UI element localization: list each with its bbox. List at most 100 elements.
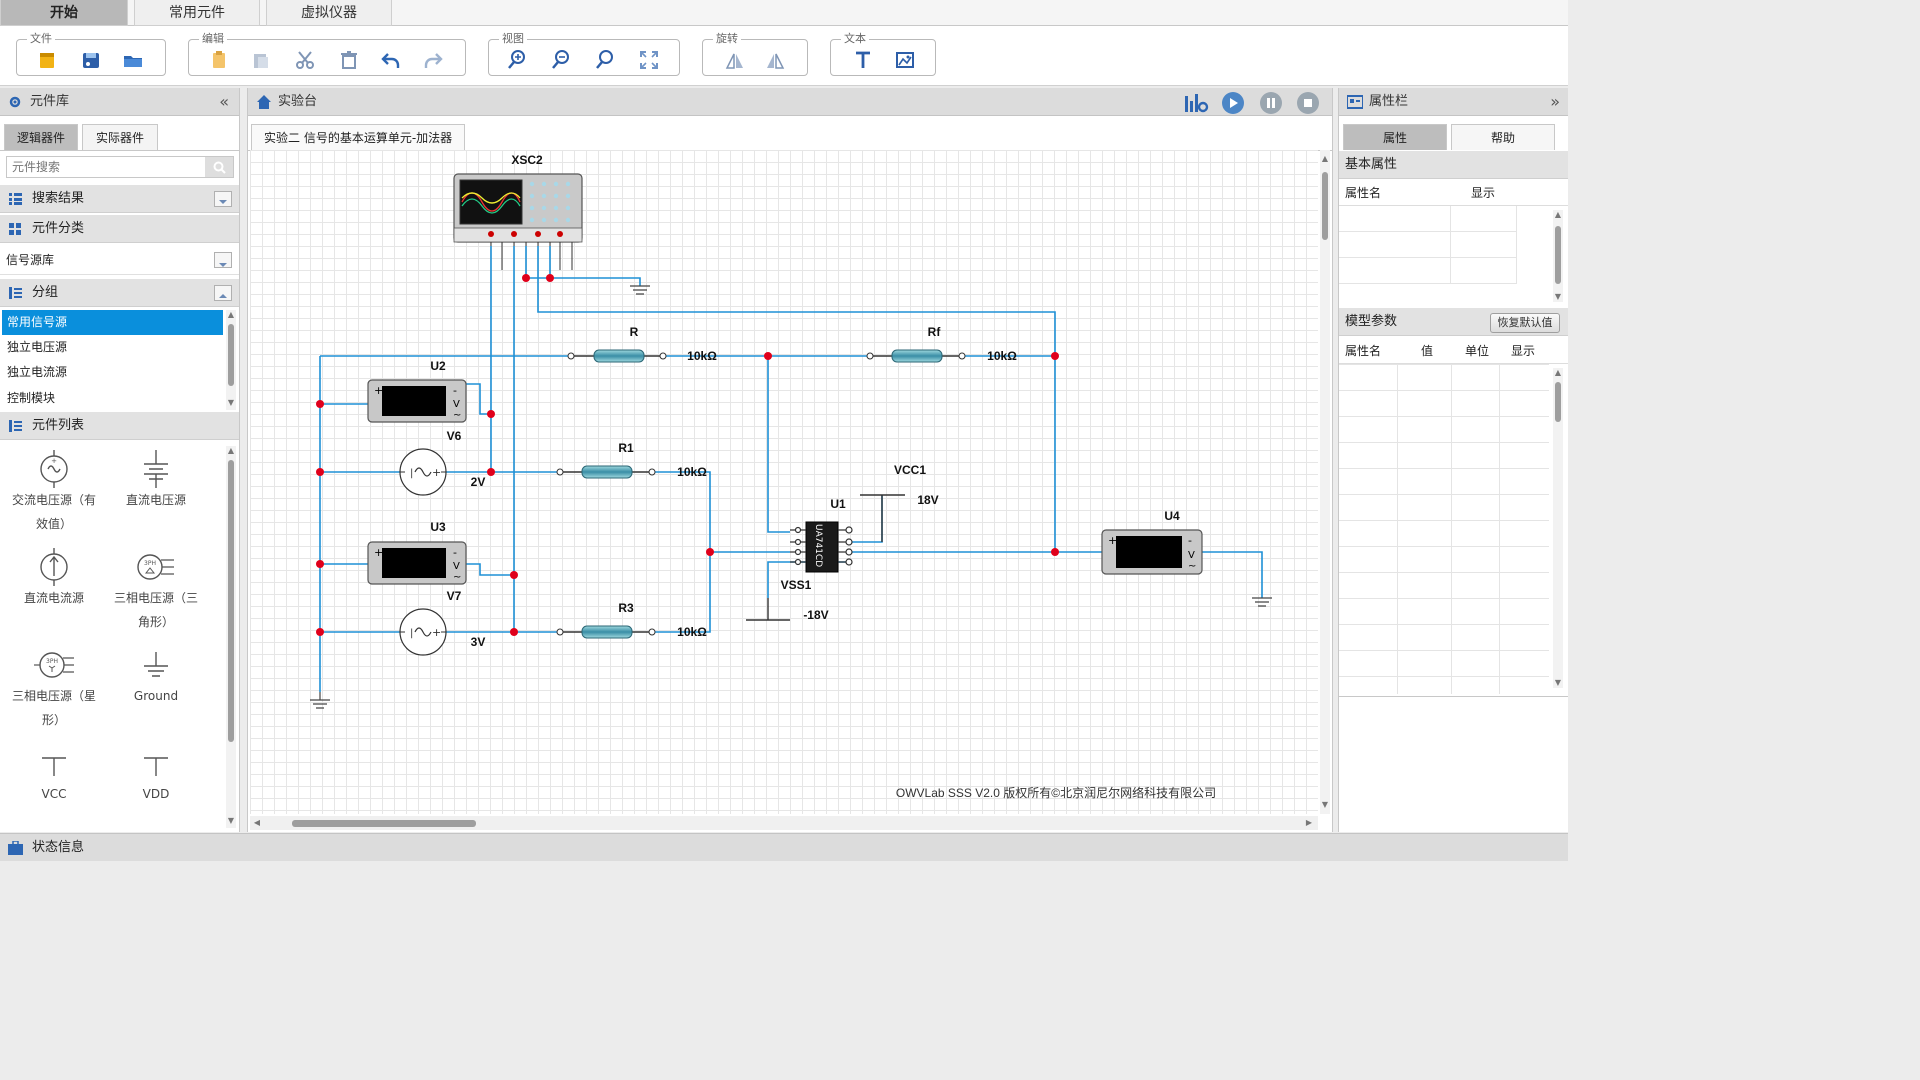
instrument-settings-button[interactable] [1184,92,1209,114]
undo-button[interactable] [379,48,403,72]
fit-screen-button[interactable] [637,48,661,72]
category-dropdown-button[interactable] [214,252,232,268]
group-item-current-sources[interactable]: 独立电流源 [7,365,68,379]
tab-help[interactable]: 帮助 [1451,124,1555,150]
component-label: 三相电压源（星形） [11,689,96,727]
component-ground[interactable]: Ground [106,646,206,708]
toolbar-group-label: 文件 [27,32,55,46]
scroll-thumb[interactable] [292,820,476,827]
home-icon [257,95,271,109]
label-resistor-r3: R3 [618,601,634,615]
component-dc-current-source[interactable]: 直流电流源 [4,548,104,610]
zoom-in-button[interactable] [505,48,529,72]
group-scrollbar[interactable]: ▲ ▼ [226,310,236,410]
new-file-button[interactable] [35,48,59,72]
scroll-thumb[interactable] [228,460,234,742]
column-header: 单位 [1465,344,1490,358]
component-label: 交流电压源（有效值） [11,493,96,531]
flip-vertical-button[interactable] [763,48,787,72]
collapse-left-button[interactable]: « [219,92,229,111]
category-select[interactable]: 信号源库 [0,245,239,275]
circuit-canvas[interactable]: XSC2 R 10kΩ Rf 10kΩ R1 10kΩ [250,150,1318,814]
resistor-r [567,349,667,363]
group-item-voltage-sources[interactable]: 独立电压源 [7,340,68,354]
column-header: 属性名 [1345,186,1382,200]
svg-text:~: ~ [453,410,461,421]
play-icon [1230,98,1238,108]
group-item-control-modules[interactable]: 控制模块 [7,391,56,405]
flip-horizontal-button[interactable] [723,48,747,72]
collapse-button[interactable] [214,285,232,301]
search-results-section[interactable]: 搜索结果 [0,185,239,213]
pause-button[interactable] [1260,92,1282,114]
component-three-phase-delta[interactable]: 3PH 三相电压源（三角形） [106,548,206,634]
group-section[interactable]: 分组 [0,279,239,307]
svg-text:~: ~ [453,572,461,583]
component-three-phase-star[interactable]: 3PH 三相电压源（星形） [4,646,104,732]
svg-text:+: + [374,546,383,559]
open-folder-button[interactable] [121,48,145,72]
component-dc-voltage-source[interactable]: 直流电压源 [106,450,206,512]
canvas-vertical-scrollbar[interactable]: ▲ ▼ [1320,150,1330,814]
component-vdd[interactable]: VDD [106,744,206,806]
zoom-actual-button[interactable] [593,48,617,72]
paste-button[interactable] [249,48,273,72]
play-button[interactable] [1222,92,1244,114]
fit-screen-icon [640,51,658,69]
text-icon [856,51,870,68]
tab-properties[interactable]: 属性 [1343,124,1447,150]
tab-virtual-instruments[interactable]: 虚拟仪器 [266,0,392,26]
chevron-down-icon [219,263,227,267]
opamp-u1: UA741CD [790,521,853,573]
svg-text:|: | [410,468,413,479]
component-vcc[interactable]: VCC [4,744,104,806]
tab-start[interactable]: 开始 [0,0,128,26]
redo-icon [424,53,443,68]
tab-logic-devices[interactable]: 逻辑器件 [4,124,78,150]
ac-voltage-source-icon: + [40,450,68,488]
copy-button[interactable] [207,48,231,72]
status-bar: 状态信息 [0,833,1568,861]
insert-text-button[interactable] [851,48,875,72]
redo-button[interactable] [421,48,445,72]
group-item-common-sources[interactable]: 常用信号源 [2,310,223,335]
search-icon [213,161,226,174]
model-params-scrollbar[interactable]: ▲ ▼ [1553,368,1563,688]
zoom-out-icon [552,50,569,69]
scroll-thumb[interactable] [228,324,234,386]
scroll-thumb[interactable] [1322,172,1328,240]
model-params-columns: 属性名 值 单位 显示 [1339,338,1568,364]
zoom-out-button[interactable] [549,48,573,72]
delete-icon [341,51,357,69]
zoom-in-icon [508,50,525,69]
toolbar-group-edit: 编辑 [188,32,466,76]
divider [0,150,239,151]
document-tab[interactable]: 实验二 信号的基本运算单元-加法器 [251,124,466,150]
svg-text:|: | [410,628,413,639]
grid-list-icon [9,193,22,205]
collapse-right-button[interactable]: » [1550,92,1560,111]
component-ac-voltage-source[interactable]: + 交流电压源（有效值） [4,450,104,536]
voltmeter-u3: +- V~ [367,541,467,585]
ground-icon [144,652,168,677]
stop-button[interactable] [1297,92,1319,114]
search-button[interactable] [205,157,233,177]
expand-button[interactable] [214,191,232,207]
component-search-input[interactable] [7,157,205,177]
component-list-scrollbar[interactable]: ▲ ▼ [226,446,236,828]
value-resistor-rf: 10kΩ [987,349,1017,363]
scroll-thumb[interactable] [1555,226,1561,284]
toolbar: 文件 编辑 视图 [0,26,1568,86]
restore-defaults-button[interactable]: 恢复默认值 [1490,313,1560,333]
list-icon [9,420,22,432]
basic-properties-scrollbar[interactable]: ▲ ▼ [1553,210,1563,302]
delete-button[interactable] [337,48,361,72]
canvas-horizontal-scrollbar[interactable]: ◀ ▶ [250,816,1318,830]
scroll-thumb[interactable] [1555,382,1561,422]
circuit-diagram: XSC2 R 10kΩ Rf 10kΩ R1 10kΩ [310,153,1272,800]
save-button[interactable] [79,48,103,72]
cut-button[interactable] [293,48,317,72]
insert-image-button[interactable] [893,48,917,72]
tab-real-devices[interactable]: 实际器件 [82,124,158,150]
tab-common-components[interactable]: 常用元件 [134,0,260,26]
